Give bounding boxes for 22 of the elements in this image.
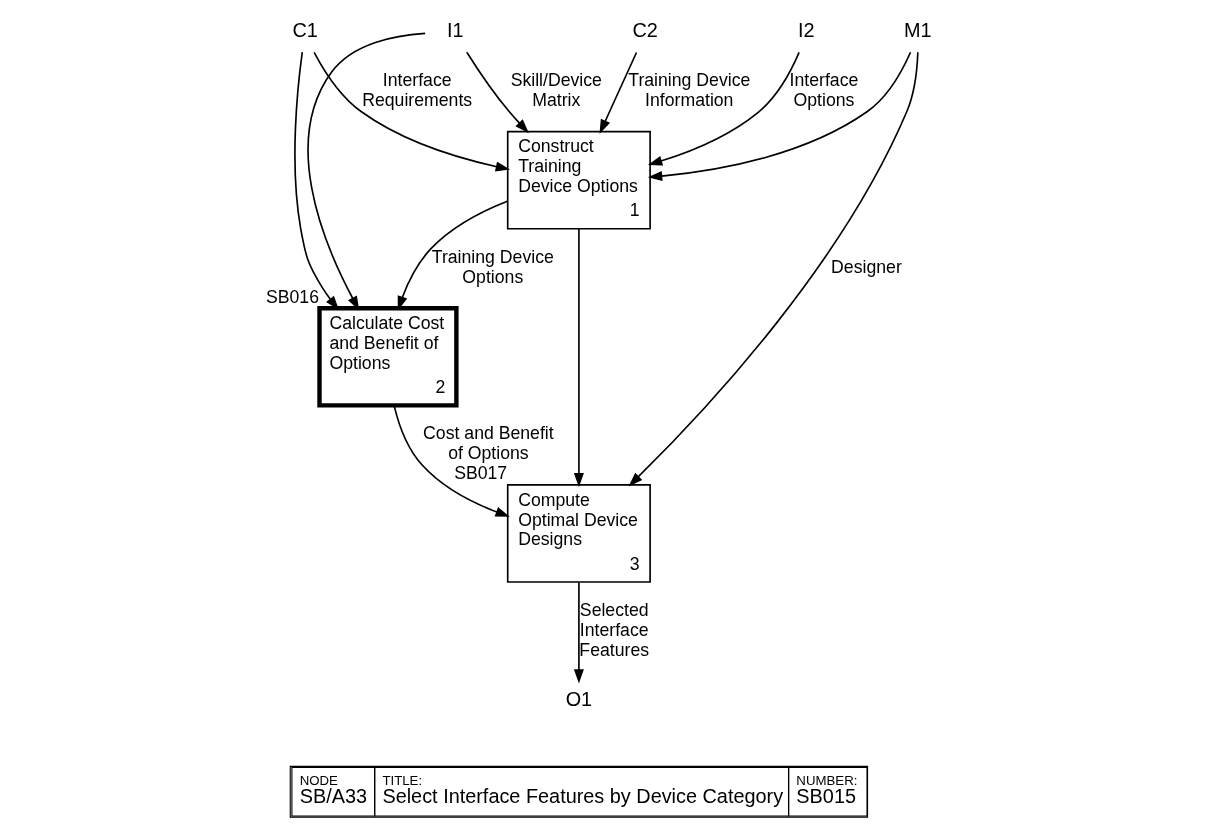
label: NODE (299, 772, 338, 788)
node-text: I1 (446, 19, 464, 42)
label: TITLE: (381, 772, 422, 788)
node-label: SB017 (453, 463, 507, 484)
edge-label: Interface Options (789, 70, 858, 111)
edge-label: Designer (830, 256, 902, 277)
label: Select Interface Features by Device Category (381, 785, 783, 808)
edge-label: Cost and Benefit of Options (422, 423, 554, 464)
node-text: O1 (565, 688, 592, 711)
edge-label: Training Device Information (627, 70, 750, 111)
node-text: C2 (631, 19, 658, 42)
label: SB/A33 (299, 785, 367, 808)
edge-label: Selected Interface Features (578, 600, 649, 660)
edge-label: Training Device Options (431, 246, 554, 287)
node-text: M1 (903, 19, 932, 42)
node-text: I2 (797, 19, 815, 42)
label: NUMBER: (795, 772, 857, 788)
node-text: C1 (291, 19, 318, 42)
label: SB015 (795, 785, 856, 808)
edge-label: Interface Requirements (361, 70, 472, 111)
node-label: SB016 (265, 286, 319, 307)
edge-label: Skill/Device Matrix (510, 70, 602, 111)
